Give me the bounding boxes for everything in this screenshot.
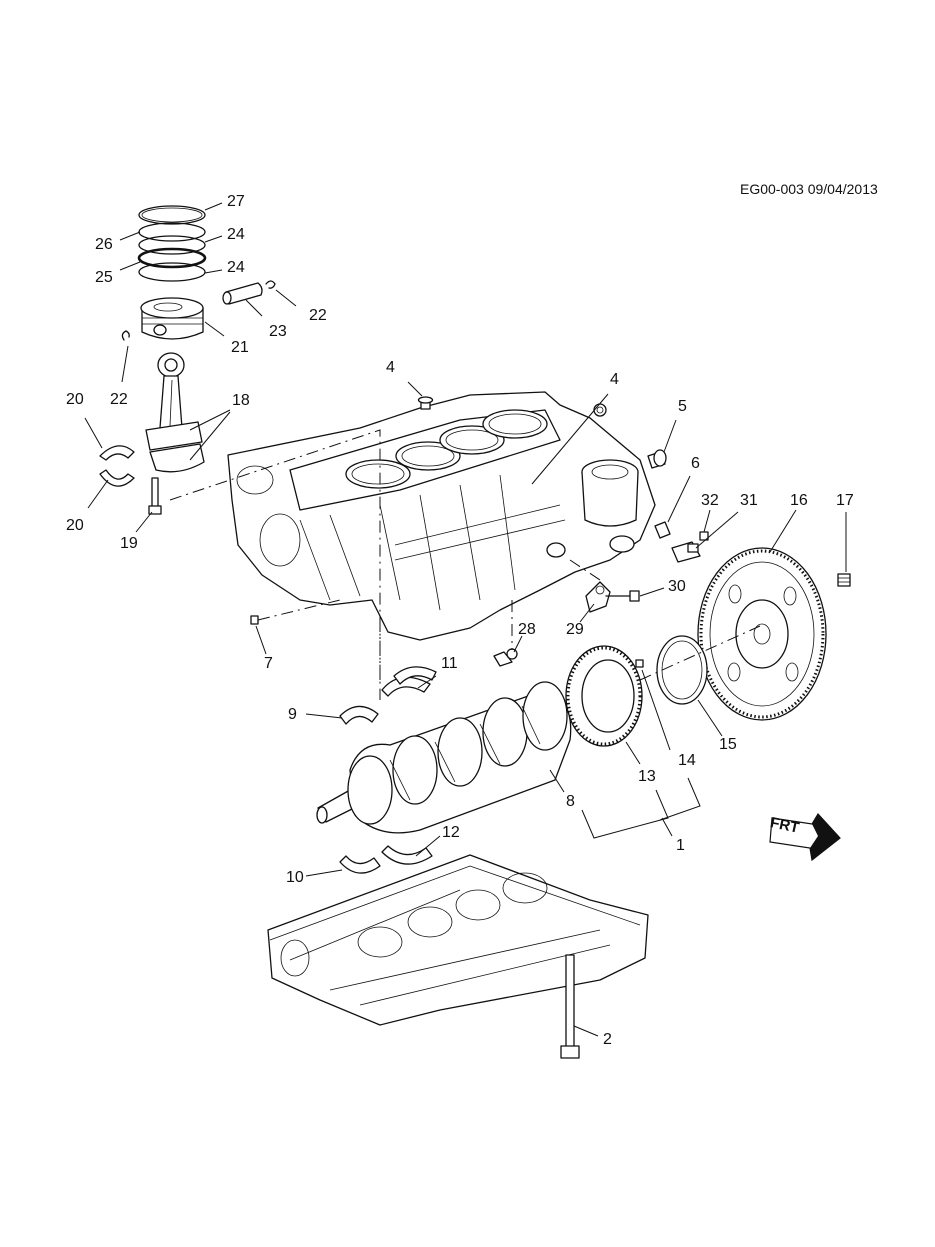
leader-lines (84, 202, 847, 1037)
rod-bearing-20-upper (99, 445, 135, 461)
rear-seal-15 (656, 635, 708, 705)
centerline-rod-to-block (169, 429, 381, 700)
piston-ring-27 (138, 205, 206, 225)
callout-24-upper: 24 (227, 226, 245, 243)
callout-29: 29 (566, 621, 584, 638)
callout-6: 6 (691, 455, 700, 472)
callout-20-lower: 20 (66, 517, 84, 534)
callout-9: 9 (288, 706, 297, 723)
main-bearing-11-b (393, 666, 437, 685)
piston-ring-24-upper (138, 235, 206, 255)
callout-11: 11 (441, 655, 458, 672)
cylinder-block (227, 391, 656, 641)
bolt-28 (493, 648, 518, 667)
callout-19: 19 (120, 535, 138, 552)
callout-25: 25 (95, 269, 113, 286)
piston-ring-24-lower (138, 262, 206, 282)
plug-4-right (593, 403, 607, 417)
bolt-2 (560, 954, 580, 1059)
callout-13: 13 (638, 768, 656, 785)
callout-31: 31 (740, 492, 758, 509)
callout-15: 15 (719, 736, 737, 753)
callout-22-left: 22 (110, 391, 128, 408)
centerline-dowel (257, 599, 341, 621)
crankshaft-8 (316, 681, 572, 834)
bolt-30 (605, 590, 640, 602)
flywheel-16 (697, 547, 827, 721)
callout-4-right: 4 (610, 371, 619, 388)
callout-2: 2 (603, 1031, 612, 1048)
plug-6 (654, 521, 671, 539)
dowel-7 (250, 615, 259, 625)
main-bearing-10 (339, 855, 381, 874)
callout-32: 32 (701, 492, 719, 509)
callout-10: 10 (286, 869, 304, 886)
callout-28: 28 (518, 621, 536, 638)
callout-24-lower: 24 (227, 259, 245, 276)
plug-17 (837, 573, 851, 587)
rod-bearing-20-lower (99, 469, 135, 487)
snap-ring-22-left (121, 330, 130, 341)
main-bearing-9 (339, 705, 379, 725)
callout-20-upper: 20 (66, 391, 84, 408)
plug-4-left (417, 396, 434, 410)
centerline-flywheel (639, 625, 761, 681)
connecting-rod-18 (145, 352, 205, 473)
piston-ring-25 (137, 247, 207, 269)
diagram-identifier: EG00-003 09/04/2013 (740, 181, 878, 197)
main-bearing-11 (381, 676, 431, 697)
callout-21: 21 (231, 339, 249, 356)
callout-4-left: 4 (386, 359, 395, 376)
callout-27: 27 (227, 193, 245, 210)
reluctor-ring-13 (565, 645, 643, 747)
plug-5 (647, 449, 667, 469)
bolt-14 (635, 659, 644, 668)
lower-crankcase (267, 854, 649, 1026)
callout-30: 30 (668, 578, 686, 595)
callout-23: 23 (269, 323, 287, 340)
rod-bolt-19 (148, 477, 162, 515)
callout-5: 5 (678, 398, 687, 415)
sensor-31 (671, 541, 701, 563)
piston-pin-23 (222, 282, 263, 305)
callout-16: 16 (790, 492, 808, 509)
callout-8: 8 (566, 793, 575, 810)
callout-22-right: 22 (309, 307, 327, 324)
callout-7: 7 (264, 655, 273, 672)
callout-26: 26 (95, 236, 113, 253)
piston-21 (140, 297, 204, 340)
sensor-29 (585, 581, 611, 613)
front-direction-arrow-icon (769, 813, 841, 862)
centerline-sensor (569, 559, 601, 581)
callout-17: 17 (836, 492, 854, 509)
callout-18: 18 (232, 392, 250, 409)
callout-12: 12 (442, 824, 460, 841)
snap-ring-22-right (265, 280, 276, 289)
callout-1: 1 (676, 837, 685, 854)
callout-14: 14 (678, 752, 696, 769)
